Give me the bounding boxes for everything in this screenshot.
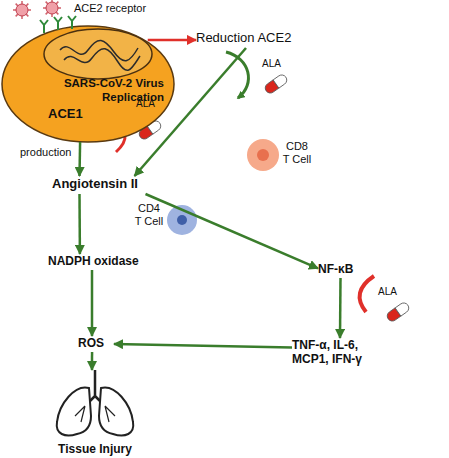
curved-arrow [360, 276, 374, 312]
pill-half [273, 73, 289, 88]
flow-arrow [78, 142, 81, 176]
left-lung [57, 387, 91, 435]
curved-arrow [226, 52, 248, 98]
pill-icon [385, 301, 410, 323]
ace2-receptor [40, 20, 48, 33]
cytokine-label: TNF-α, IL-6, MCP1, IFN-γ [292, 338, 392, 370]
molecule-label: Angiotensin II [52, 176, 162, 194]
rna-strand [64, 49, 140, 71]
host-cell: ACE2 receptorSARS-CoV-2 Virus Replicatio… [0, 0, 178, 148]
nucleus [44, 29, 152, 79]
cell-nucleus [177, 215, 187, 225]
node-text: TNF-α, IL-6, MCP1, IFN-γ [292, 338, 392, 367]
virus-body [16, 4, 28, 16]
molecule-label: NADPH oxidase [48, 254, 158, 270]
flow-arrow [114, 344, 292, 348]
cell-membrane [2, 26, 174, 142]
node-outline [0, 0, 178, 148]
ace2-receptor [54, 17, 62, 30]
pill-icon [263, 73, 288, 95]
node-text: Tissue Injury [45, 442, 145, 456]
molecule-label: NF-κB [318, 262, 368, 278]
pill-half [395, 301, 411, 316]
flow-arrow [339, 278, 342, 338]
virus-particle [13, 1, 31, 19]
node-text: NF-κB [318, 262, 368, 276]
cell-nucleus [257, 149, 269, 161]
flow-arrow [148, 39, 196, 42]
process-note: production [20, 146, 71, 159]
lungs-icon: Tissue Injury [45, 370, 145, 458]
cell-body [167, 205, 197, 235]
node-text: CD8 T Cell [282, 140, 312, 166]
effect-label: Reduction ACE2 [196, 30, 321, 48]
drug-label: ALA [262, 58, 281, 70]
flow-arrow [78, 194, 81, 254]
drug-label: ALA [378, 286, 397, 298]
t-cell: CD4 T Cell [134, 200, 200, 238]
node-text: NADPH oxidase [48, 254, 158, 268]
ace2-receptor [68, 16, 76, 29]
node-text: ROS [78, 336, 114, 350]
cell-body [247, 139, 279, 171]
node-text: CD4 T Cell [134, 202, 164, 228]
virus-body [46, 2, 58, 14]
t-cell: CD8 T Cell [246, 138, 326, 172]
flow-arrow [91, 270, 94, 336]
node-text: Reduction ACE2 [196, 30, 321, 46]
virus-particle [43, 0, 61, 17]
node-text: ACE2 receptor [74, 2, 174, 15]
flow-arrow [146, 194, 319, 268]
node-text: Angiotensin II [52, 176, 162, 192]
flow-arrow [91, 352, 94, 370]
drug-label: ALA [136, 98, 155, 110]
molecule-label: ROS [78, 336, 114, 352]
node-text: ACE1 [48, 106, 98, 122]
bronchi [75, 406, 115, 422]
right-lung [99, 387, 133, 435]
